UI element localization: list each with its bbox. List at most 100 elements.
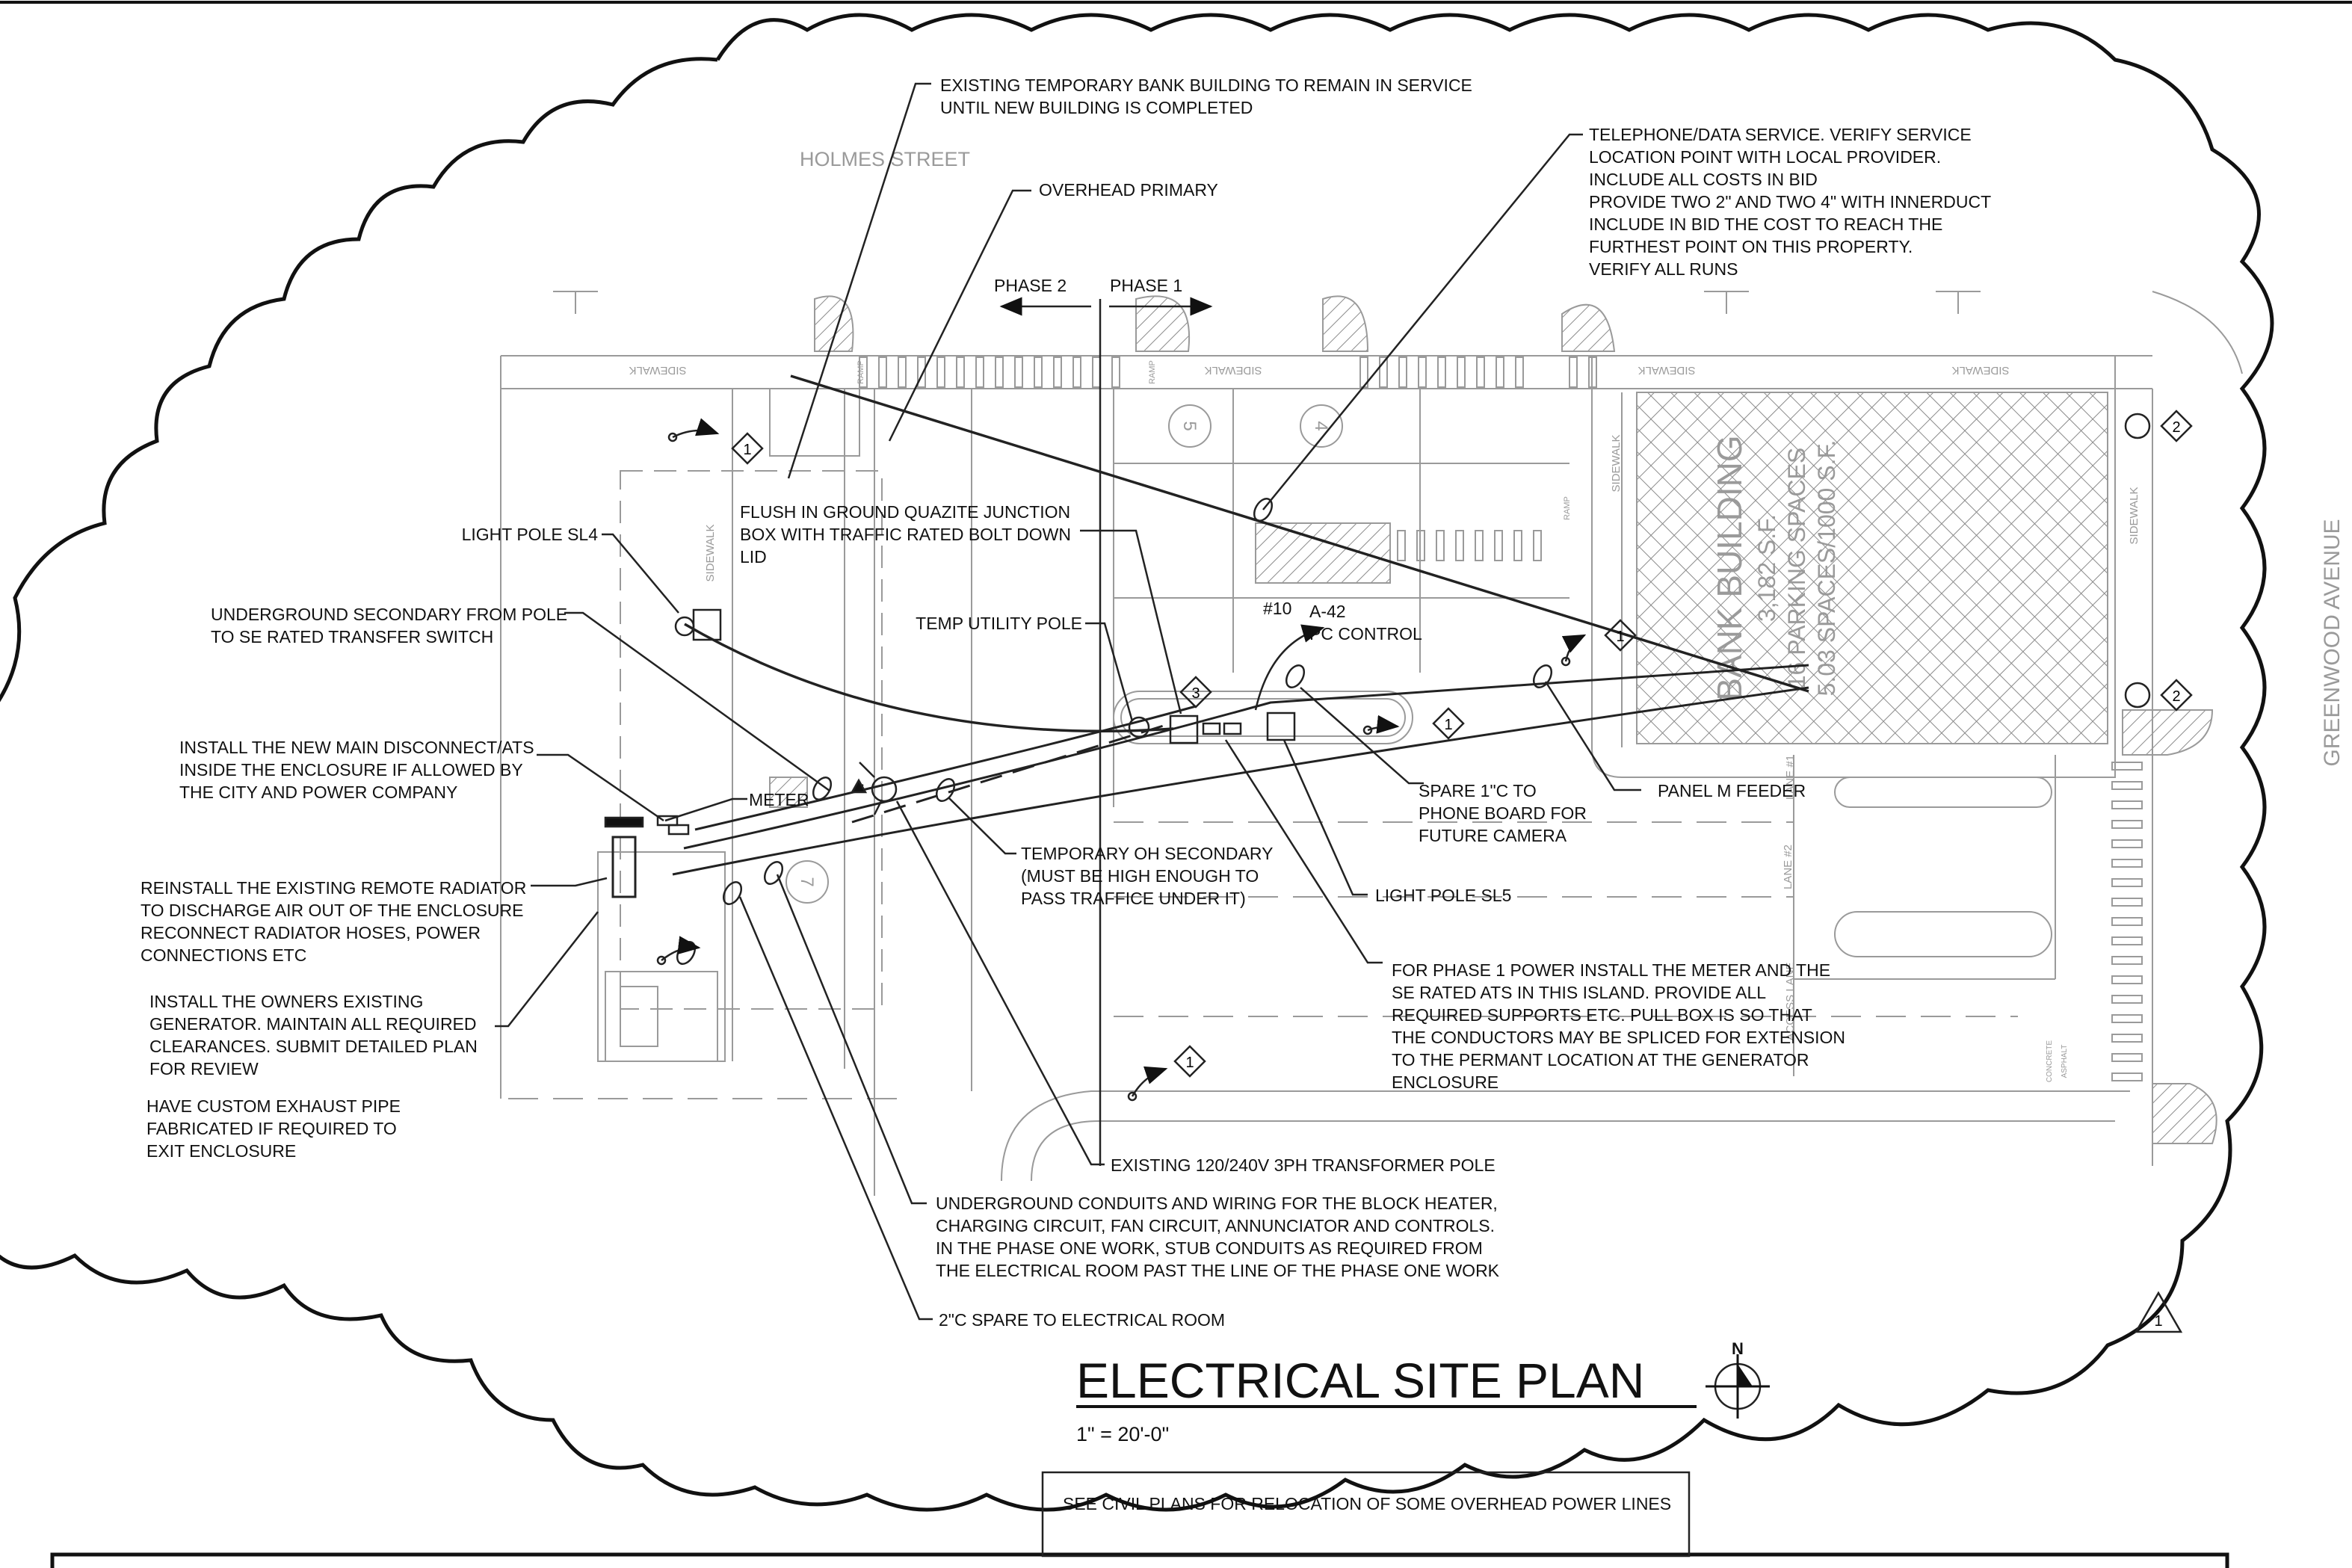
note-pc-control: PC CONTROL <box>1309 624 1422 643</box>
svg-text:1: 1 <box>1444 717 1452 733</box>
note-reinstall-radiator-2: TO DISCHARGE AIR OUT OF THE ENCLOSURE <box>141 901 523 920</box>
street-holmes: HOLMES STREET <box>800 148 970 170</box>
sidewalk-label-north-1: SIDEWALK <box>629 364 687 377</box>
parking-number-4: 4 <box>1311 421 1331 430</box>
note-underground-conduits-1: UNDERGROUND CONDUITS AND WIRING FOR THE … <box>936 1194 1498 1213</box>
svg-text:1: 1 <box>2154 1313 2162 1330</box>
note-install-main-1: INSTALL THE NEW MAIN DISCONNECT/ATS <box>179 738 534 757</box>
tag-diamond-1: 1 <box>731 432 764 465</box>
note-install-generator-1: INSTALL THE OWNERS EXISTING <box>149 992 423 1011</box>
note-telephone-1: TELEPHONE/DATA SERVICE. VERIFY SERVICE <box>1589 125 1972 144</box>
note-underground-conduits-4: THE ELECTRICAL ROOM PAST THE LINE OF THE… <box>936 1261 1500 1280</box>
note-spare-1c-3: FUTURE CAMERA <box>1419 826 1567 845</box>
north-arrow-icon: N <box>1706 1339 1770 1419</box>
leader-lines <box>495 82 1641 1321</box>
note-transformer-pole: EXISTING 120/240V 3PH TRANSFORMER POLE <box>1111 1155 1496 1175</box>
tag-diamond-1c: 1 <box>1432 707 1465 740</box>
note-circuit-10: #10 <box>1263 599 1291 618</box>
parking-number-5: 5 <box>1179 421 1200 430</box>
note-phase1-power-3: REQUIRED SUPPORTS ETC. PULL BOX IS SO TH… <box>1392 1005 1812 1025</box>
note-phase1-power-5: TO THE PERMANT LOCATION AT THE GENERATOR <box>1392 1050 1809 1069</box>
note-install-generator-3: CLEARANCES. SUBMIT DETAILED PLAN <box>149 1037 478 1056</box>
sidewalk-label-building-east: SIDEWALK <box>2128 487 2140 545</box>
drawing-scale: 1" = 20'-0" <box>1076 1423 1169 1445</box>
note-light-pole-sl4: LIGHT POLE SL4 <box>462 525 599 544</box>
ramp-label-1: RAMP <box>856 360 865 384</box>
phase-1-label: PHASE 1 <box>1110 276 1182 295</box>
sidewalk-label-north-2: SIDEWALK <box>1205 364 1262 377</box>
electrical-elements <box>604 374 2151 1102</box>
note-temp-utility-pole: TEMP UTILITY POLE <box>916 614 1082 633</box>
note-phase1-power-4: THE CONDUCTORS MAY BE SPLICED FOR EXTENS… <box>1392 1028 1845 1047</box>
note-overhead-primary: OVERHEAD PRIMARY <box>1039 180 1218 200</box>
note-telephone-7: VERIFY ALL RUNS <box>1589 259 1738 279</box>
note-meter: METER <box>749 790 809 809</box>
revision-triangle: 1 <box>2134 1291 2183 1333</box>
note-telephone-6: FURTHEST POINT ON THIS PROPERTY. <box>1589 237 1913 256</box>
note-underground-secondary-2: TO SE RATED TRANSFER SWITCH <box>211 627 493 646</box>
note-flush-box-2: BOX WITH TRAFFIC RATED BOLT DOWN <box>740 525 1071 544</box>
tag-diamond-1b: 1 <box>1604 619 1637 652</box>
parking-number-7: 7 <box>797 877 817 886</box>
tag-diamond-1d: 1 <box>1173 1045 1206 1078</box>
svg-text:1: 1 <box>743 442 751 458</box>
building-ratio: 5.03 SPACES/1000 S.F. <box>1813 440 1840 697</box>
drawing-title: ELECTRICAL SITE PLAN <box>1076 1353 1644 1408</box>
note-light-pole-sl5: LIGHT POLE SL5 <box>1375 886 1511 905</box>
sidewalk-label-building-west: SIDEWALK <box>1610 435 1623 493</box>
note-flush-box-1: FLUSH IN GROUND QUAZITE JUNCTION <box>740 502 1070 522</box>
note-install-main-3: THE CITY AND POWER COMPANY <box>179 783 457 802</box>
building-area: 3,182 S.F. <box>1753 514 1780 622</box>
svg-text:N: N <box>1732 1339 1744 1358</box>
tag-diamond-2b: 2 <box>2160 679 2193 712</box>
svg-text:1: 1 <box>1616 629 1624 645</box>
note-phase1-power-2: SE RATED ATS IN THIS ISLAND. PROVIDE ALL <box>1392 983 1766 1002</box>
street-greenwood: GREENWOOD AVENUE <box>2320 519 2345 766</box>
lane-1-label: LANE #1 <box>1784 755 1797 800</box>
notes: EXISTING TEMPORARY BANK BUILDING TO REMA… <box>141 75 1991 1330</box>
title-block: ELECTRICAL SITE PLAN 1" = 20'-0" N SEE C… <box>1041 1339 1770 1558</box>
note-exhaust-2: FABRICATED IF REQUIRED TO <box>146 1119 397 1138</box>
note-phase1-power-6: ENCLOSURE <box>1392 1072 1498 1092</box>
lane-2-label: LANE #2 <box>1782 845 1794 889</box>
site-plan-geometry: 5 4 7 SIDEWALK SIDEWALK SIDEWALK SIDEWAL… <box>500 291 2243 1196</box>
note-exhaust-3: EXIT ENCLOSURE <box>146 1141 296 1161</box>
ramp-label-2: RAMP <box>1148 360 1157 384</box>
note-flush-box-3: LID <box>740 547 767 567</box>
sidewalk-label-west: SIDEWALK <box>704 525 717 582</box>
tags: 1 1 1 1 3 2 2 1 <box>731 410 2193 1333</box>
tag-diamond-3: 3 <box>1179 676 1212 709</box>
building-name: BANK BUILDING <box>1710 435 1749 700</box>
note-telephone-2: LOCATION POINT WITH LOCAL PROVIDER. <box>1589 147 1941 167</box>
note-panel-m: PANEL M FEEDER <box>1658 781 1806 800</box>
svg-text:2: 2 <box>2172 419 2180 436</box>
note-temp-bank-1: EXISTING TEMPORARY BANK BUILDING TO REMA… <box>940 75 1472 95</box>
note-install-main-2: INSIDE THE ENCLOSURE IF ALLOWED BY <box>179 760 523 780</box>
concrete-label: CONCRETE <box>2046 1040 2054 1082</box>
note-temp-bank-2: UNTIL NEW BUILDING IS COMPLETED <box>940 98 1253 117</box>
civil-note: SEE CIVIL PLANS FOR RELOCATION OF SOME O… <box>1063 1494 1671 1513</box>
civil-note-box <box>1041 1471 1691 1558</box>
title-block-border <box>50 1552 2229 1568</box>
note-spare-2c: 2"C SPARE TO ELECTRICAL ROOM <box>939 1310 1225 1330</box>
building-parking: 16 PARKING SPACES <box>1783 448 1810 688</box>
note-phase1-power-1: FOR PHASE 1 POWER INSTALL THE METER AND … <box>1392 960 1830 980</box>
asphalt-label: ASPHALT <box>2061 1045 2069 1078</box>
note-underground-secondary-1: UNDERGROUND SECONDARY FROM POLE <box>211 605 567 624</box>
note-underground-conduits-2: CHARGING CIRCUIT, FAN CIRCUIT, ANNUNCIAT… <box>936 1216 1495 1235</box>
phase-2-label: PHASE 2 <box>994 276 1067 295</box>
note-exhaust-1: HAVE CUSTOM EXHAUST PIPE <box>146 1096 401 1116</box>
note-reinstall-radiator-1: REINSTALL THE EXISTING REMOTE RADIATOR <box>141 878 526 898</box>
tag-diamond-2a: 2 <box>2160 410 2193 442</box>
note-reinstall-radiator-4: CONNECTIONS ETC <box>141 945 306 965</box>
note-install-generator-2: GENERATOR. MAINTAIN ALL REQUIRED <box>149 1014 477 1034</box>
note-install-generator-4: FOR REVIEW <box>149 1059 259 1078</box>
sidewalk-label-north-4: SIDEWALK <box>1952 364 2010 377</box>
revision-cloud <box>0 13 2274 1512</box>
note-spare-1c-1: SPARE 1"C TO <box>1419 781 1537 800</box>
note-a42: A-42 <box>1309 602 1346 621</box>
svg-text:1: 1 <box>1185 1055 1194 1071</box>
note-telephone-5: INCLUDE IN BID THE COST TO REACH THE <box>1589 214 1942 234</box>
note-underground-conduits-3: IN THE PHASE ONE WORK, STUB CONDUITS AS … <box>936 1238 1483 1258</box>
